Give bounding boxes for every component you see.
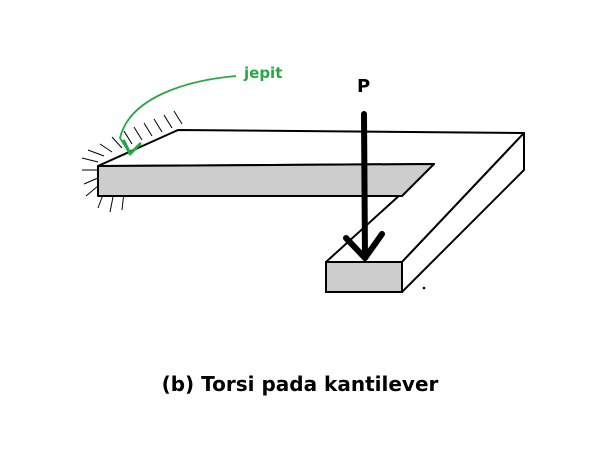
tip-dot (422, 286, 426, 290)
fixed-support-hatching (81, 110, 183, 213)
figure-caption: (b) Torsi pada kantilever (161, 372, 439, 396)
support-annotation-arrow (119, 75, 237, 156)
load-arrow (343, 111, 385, 261)
support-label: jepit (243, 64, 282, 82)
load-label: P (357, 76, 370, 97)
beam-tip-front-face (325, 261, 403, 293)
beam-arm-front-face (97, 163, 435, 197)
